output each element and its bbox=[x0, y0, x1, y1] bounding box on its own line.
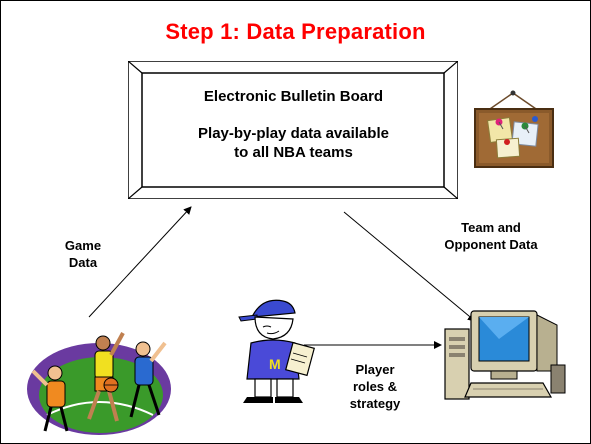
bulletin-board-text: Electronic Bulletin Board Play-by-play d… bbox=[151, 87, 436, 162]
corkboard-icon bbox=[474, 90, 554, 168]
basketball-players-icon bbox=[27, 332, 171, 435]
bulletin-board-frame bbox=[128, 61, 458, 199]
svg-text:M: M bbox=[269, 356, 281, 372]
arrow-board-to-computer bbox=[343, 211, 476, 322]
game-data-label: Game Data bbox=[64, 238, 102, 270]
bulletin-board-line-1: Play-by-play data available bbox=[198, 125, 389, 142]
bulletin-board-line-2: to all NBA teams bbox=[234, 144, 353, 161]
team-opponent-data-label: Team and Opponent Data bbox=[444, 220, 538, 252]
arrow-game-to-board bbox=[88, 206, 192, 318]
player-roles-label: Player roles & strategy bbox=[349, 362, 401, 411]
bulletin-board-heading: Electronic Bulletin Board bbox=[203, 88, 384, 105]
coach-icon: M bbox=[238, 299, 315, 403]
slide-title: Step 1: Data Preparation bbox=[165, 19, 426, 44]
computer-icon bbox=[444, 310, 566, 400]
